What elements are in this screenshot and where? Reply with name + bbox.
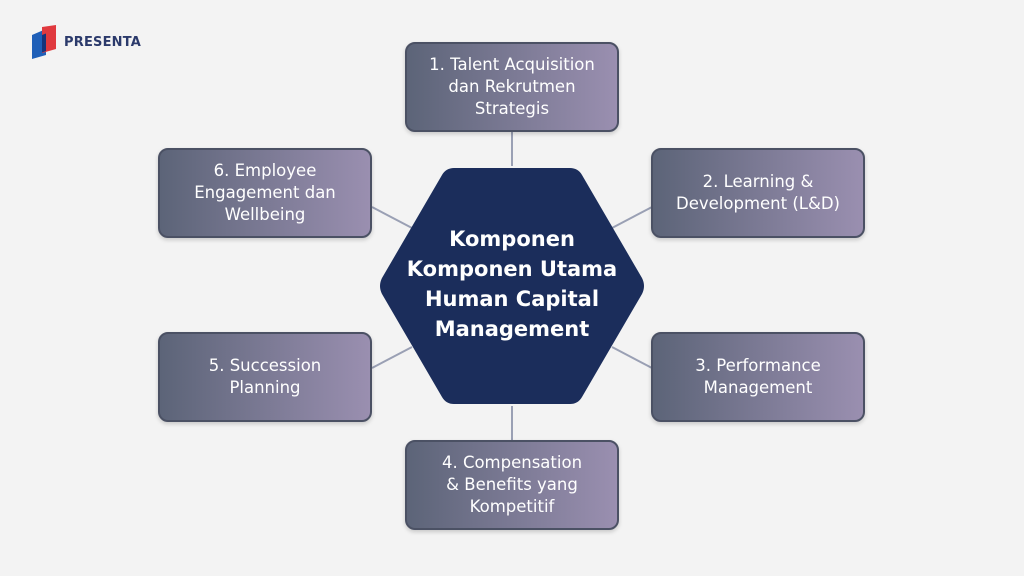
connector-2 (611, 206, 653, 229)
component-label-line: 2. Learning & (702, 172, 814, 191)
component-compensation-benefits: 4. Compensation & Benefits yang Kompetit… (405, 440, 619, 530)
component-label-line: 3. Performance (695, 356, 821, 375)
component-label-line: Wellbeing (224, 205, 306, 224)
component-label-line: 1. Talent Acquisition (429, 55, 595, 74)
center-title-line: Komponen Utama (406, 257, 618, 281)
component-performance-management: 3. Performance Management (651, 332, 865, 422)
component-label-line: Strategis (474, 99, 550, 118)
component-label-line: 6. Employee (213, 161, 317, 180)
center-hexagon: Komponen Komponen Utama Human Capital Ma… (376, 164, 648, 408)
component-label-line: & Benefits yang (446, 475, 578, 494)
component-employee-engagement: 6. Employee Engagement dan Wellbeing (158, 148, 372, 238)
component-label-line: 4. Compensation (441, 453, 583, 472)
logo-mark-icon (30, 25, 58, 59)
component-talent-acquisition: 1. Talent Acquisition dan Rekrutmen Stra… (405, 42, 619, 132)
component-label-line: Development (L&D) (676, 194, 840, 213)
component-label-line: Planning (229, 378, 301, 397)
center-title-line: Komponen (449, 227, 575, 251)
connector-6 (371, 206, 413, 229)
presenta-logo: PRESENTA (30, 24, 141, 60)
center-title-line: Management (434, 317, 590, 341)
center-title-line: Human Capital (424, 287, 600, 311)
component-label-line: 5. Succession (208, 356, 322, 375)
component-label-line: Kompetitif (469, 497, 555, 516)
component-label-line: Management (703, 378, 813, 397)
component-label-line: Engagement dan (194, 183, 336, 202)
center-title: Komponen Komponen Utama Human Capital Ma… (396, 224, 628, 344)
component-label-line: dan Rekrutmen (448, 77, 576, 96)
logo-text: PRESENTA (64, 34, 142, 50)
connector-5 (371, 346, 413, 369)
connector-3 (611, 346, 653, 369)
component-succession-planning: 5. Succession Planning (158, 332, 372, 422)
component-learning-development: 2. Learning & Development (L&D) (651, 148, 865, 238)
